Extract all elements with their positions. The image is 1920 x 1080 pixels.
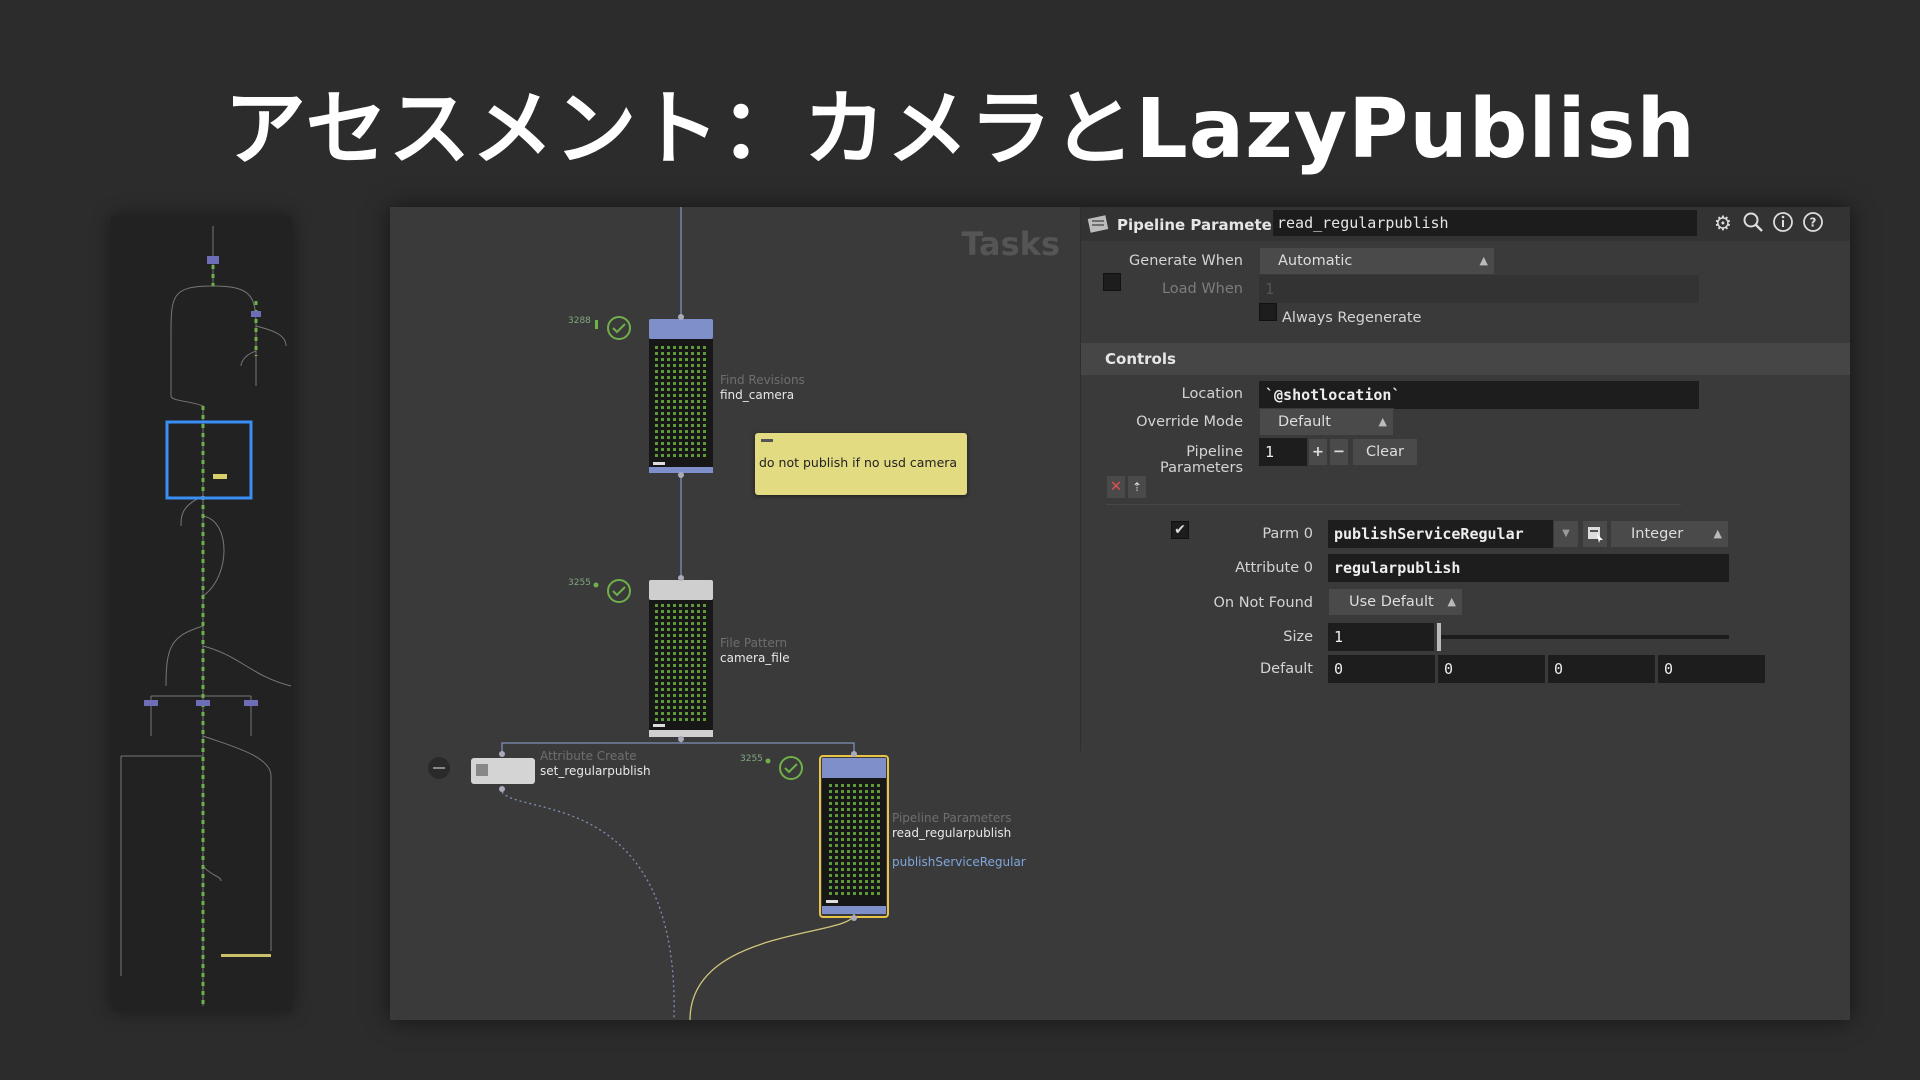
load-when-field: 1 bbox=[1259, 275, 1699, 303]
slide-title: アセスメント：カメラとLazyPublish bbox=[224, 82, 1696, 177]
minimap-graph bbox=[120, 226, 292, 1006]
pipeline-parameters-label: Pipeline Parameters bbox=[1160, 444, 1243, 476]
parm-chooser-icon[interactable] bbox=[1582, 520, 1608, 548]
always-regenerate-checkbox[interactable] bbox=[1259, 303, 1277, 321]
sticky-note[interactable]: do not publish if no usd camera bbox=[755, 433, 967, 495]
parm0-type-value: Integer bbox=[1631, 526, 1684, 542]
generate-when-value: Automatic bbox=[1278, 253, 1353, 269]
parm0-dropdown-button[interactable]: ▼ bbox=[1553, 520, 1579, 548]
node-name[interactable]: read_regularpublish bbox=[892, 826, 1012, 840]
default-field-1[interactable]: 0 bbox=[1438, 655, 1545, 683]
override-mode-value: Default bbox=[1278, 414, 1331, 430]
svg-text:?: ? bbox=[1810, 216, 1817, 230]
controls-section-header[interactable]: Controls bbox=[1081, 343, 1850, 375]
on-not-found-label: On Not Found bbox=[1213, 595, 1313, 611]
default-field-0[interactable]: 0 bbox=[1328, 655, 1435, 683]
network-minimap[interactable] bbox=[111, 216, 292, 1011]
attribute0-label: Attribute 0 bbox=[1235, 560, 1313, 576]
houdini-window: Tasks bbox=[390, 207, 1850, 1020]
node-category: File Pattern bbox=[720, 636, 788, 650]
location-field[interactable]: `@shotlocation` bbox=[1259, 381, 1699, 409]
node-name[interactable]: find_camera bbox=[720, 388, 795, 402]
parm0-field[interactable]: publishServiceRegular bbox=[1328, 520, 1553, 548]
minimap-viewport bbox=[165, 420, 253, 500]
help-icon[interactable]: ? bbox=[1801, 211, 1825, 235]
load-when-label: Load When bbox=[1161, 281, 1243, 297]
parm0-enable-checkbox[interactable]: ✔ bbox=[1171, 521, 1189, 539]
parm0-label: Parm 0 bbox=[1262, 526, 1313, 542]
menu-arrows-icon: ▲ bbox=[1447, 595, 1456, 608]
close-icon[interactable]: ✕ bbox=[1106, 475, 1126, 499]
menu-arrows-icon: ▲ bbox=[1378, 415, 1387, 428]
always-regenerate-label: Always Regenerate bbox=[1282, 310, 1422, 326]
add-parameter-button[interactable]: + bbox=[1308, 438, 1328, 466]
node-wires bbox=[428, 207, 889, 1020]
menu-arrows-icon: ▲ bbox=[1479, 254, 1488, 267]
default-field-2[interactable]: 0 bbox=[1548, 655, 1655, 683]
size-slider-track[interactable] bbox=[1437, 635, 1729, 639]
node-badge: 3255 bbox=[568, 578, 591, 588]
node-category: Pipeline Parameters bbox=[892, 811, 1012, 825]
node-name[interactable]: camera_file bbox=[720, 651, 790, 665]
size-label: Size bbox=[1283, 629, 1313, 645]
find-camera-label: Find Revisions find_camera bbox=[720, 373, 805, 403]
pipeline-parameters-count[interactable]: 1 bbox=[1259, 438, 1307, 466]
parameter-header: Pipeline Parameters read_regularpublish … bbox=[1081, 207, 1850, 241]
parameter-editor: Pipeline Parameters read_regularpublish … bbox=[1080, 207, 1850, 751]
size-field[interactable]: 1 bbox=[1328, 623, 1434, 651]
camera-file-label: File Pattern camera_file bbox=[720, 636, 790, 666]
remove-parameter-button[interactable]: − bbox=[1329, 438, 1349, 466]
note-collapse-handle[interactable] bbox=[761, 439, 773, 442]
generate-when-label: Generate When bbox=[1129, 253, 1243, 269]
size-slider-handle[interactable] bbox=[1437, 623, 1441, 651]
node-name[interactable]: set_regularpublish bbox=[540, 764, 651, 778]
load-when-toggle[interactable] bbox=[1103, 273, 1121, 291]
set-regularpublish-label: Attribute Create set_regularpublish bbox=[540, 749, 651, 779]
multiparm-separator bbox=[1106, 504, 1681, 505]
node-category: Find Revisions bbox=[720, 373, 805, 387]
on-not-found-menu[interactable]: Use Default ▲ bbox=[1328, 588, 1463, 616]
parm0-type-menu[interactable]: Integer ▲ bbox=[1610, 520, 1729, 548]
location-label: Location bbox=[1181, 386, 1243, 402]
node-name-field[interactable]: read_regularpublish bbox=[1273, 210, 1697, 236]
info-icon[interactable] bbox=[1771, 211, 1795, 235]
tasks-context-label: Tasks bbox=[961, 225, 1060, 263]
default-label: Default bbox=[1260, 661, 1313, 677]
menu-arrows-icon: ▲ bbox=[1713, 527, 1722, 540]
note-text: do not publish if no usd camera bbox=[759, 455, 958, 470]
node-badge: 3255 bbox=[740, 754, 763, 764]
set-regularpublish-node bbox=[428, 751, 535, 792]
clear-button[interactable]: Clear bbox=[1352, 438, 1418, 466]
on-not-found-value: Use Default bbox=[1349, 594, 1434, 610]
node-badge: 3288 bbox=[568, 316, 591, 326]
generate-when-menu[interactable]: Automatic ▲ bbox=[1259, 247, 1495, 275]
node-type-label: Pipeline Parameters bbox=[1117, 216, 1289, 234]
node-extra-info: publishServiceRegular bbox=[892, 855, 1026, 869]
node-type-icon bbox=[1087, 215, 1109, 233]
override-mode-menu[interactable]: Default ▲ bbox=[1259, 408, 1394, 436]
insert-icon[interactable]: ⇡ bbox=[1127, 475, 1147, 499]
override-mode-label: Override Mode bbox=[1136, 414, 1243, 430]
gear-icon[interactable]: ⚙ bbox=[1714, 211, 1732, 235]
read-regularpublish-label: Pipeline Parameters read_regularpublish … bbox=[892, 811, 1026, 870]
check-icons bbox=[607, 316, 803, 780]
node-category: Attribute Create bbox=[540, 749, 637, 763]
default-field-3[interactable]: 0 bbox=[1658, 655, 1765, 683]
controls-label: Controls bbox=[1105, 350, 1176, 368]
attribute0-field[interactable]: regularpublish bbox=[1328, 554, 1729, 582]
network-editor[interactable]: Tasks bbox=[390, 207, 1080, 1020]
search-icon[interactable] bbox=[1741, 211, 1765, 235]
